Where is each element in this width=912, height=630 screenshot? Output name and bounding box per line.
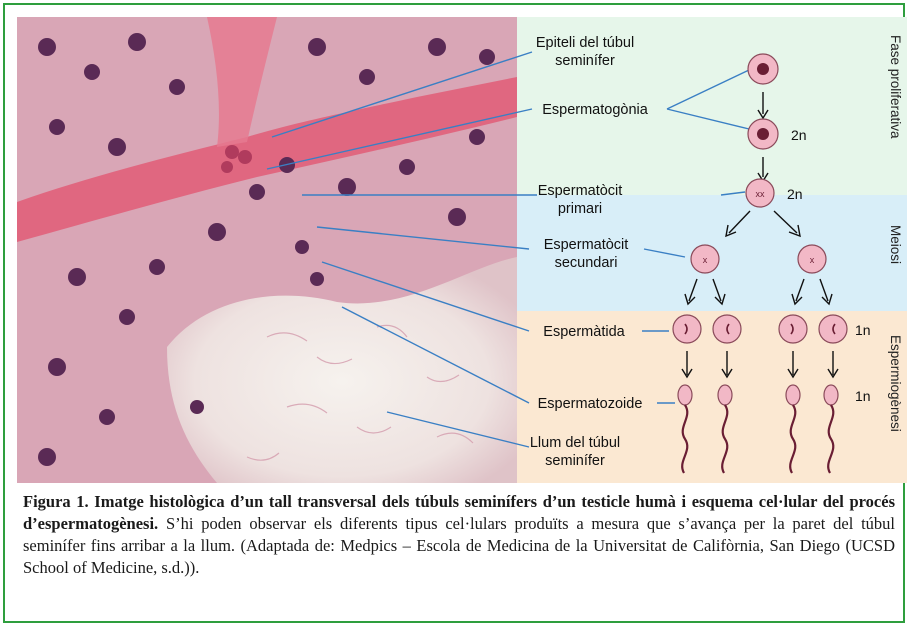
phase-title-proliferativa: Fase proliferativa: [888, 35, 903, 139]
label-espermatocit-secundari-line2: secundari: [555, 255, 618, 271]
phase-title-espermiogenesi: Espermiogènesi: [888, 335, 903, 432]
label-epiteli-line2: seminífer: [555, 53, 615, 69]
cell-espermatida-3: [779, 315, 807, 343]
svg-text:x: x: [810, 255, 815, 265]
ploidy-1n-b: 1n: [855, 388, 871, 404]
label-llum-line2: seminífer: [545, 453, 605, 469]
label-llum-line1: Llum del túbul: [530, 435, 620, 451]
label-epiteli-line1: Epiteli del túbul: [536, 35, 634, 51]
label-espermatocit-primari-line2: primari: [558, 201, 602, 217]
label-espermatogonia: Espermatogònia: [542, 102, 649, 118]
ploidy-2n-b: 2n: [787, 186, 803, 202]
svg-text:x: x: [703, 255, 708, 265]
cell-espermatida-4: [819, 315, 847, 343]
figure-caption: Figura 1. Imatge histològica d’un tall t…: [23, 491, 895, 579]
phase-title-meiosi: Meiosi: [888, 225, 903, 264]
cell-espermatocit-secundari-1: x: [691, 245, 719, 273]
cell-espermatida-1: [673, 315, 701, 343]
label-espermatida: Espermàtida: [543, 324, 625, 340]
figure-frame: Fase proliferativa Meiosi Espermiogènesi: [3, 3, 905, 623]
label-espermatocit-primari-line1: Espermatòcit: [538, 183, 623, 199]
ploidy-2n-a: 2n: [791, 127, 807, 143]
cell-espermatida-2: [713, 315, 741, 343]
cell-espermatogonia-1: [748, 54, 778, 84]
cell-espermatogonia-2: [748, 119, 778, 149]
figure: Fase proliferativa Meiosi Espermiogènesi: [17, 17, 907, 483]
cell-espermatocit-primari: xx: [746, 179, 774, 207]
ploidy-1n-a: 1n: [855, 322, 871, 338]
label-espermatozoide: Espermatozoide: [538, 396, 643, 412]
cell-espermatocit-secundari-2: x: [798, 245, 826, 273]
histology-image: [17, 17, 517, 483]
label-espermatocit-secundari-line1: Espermatòcit: [544, 237, 629, 253]
svg-text:xx: xx: [756, 189, 766, 199]
